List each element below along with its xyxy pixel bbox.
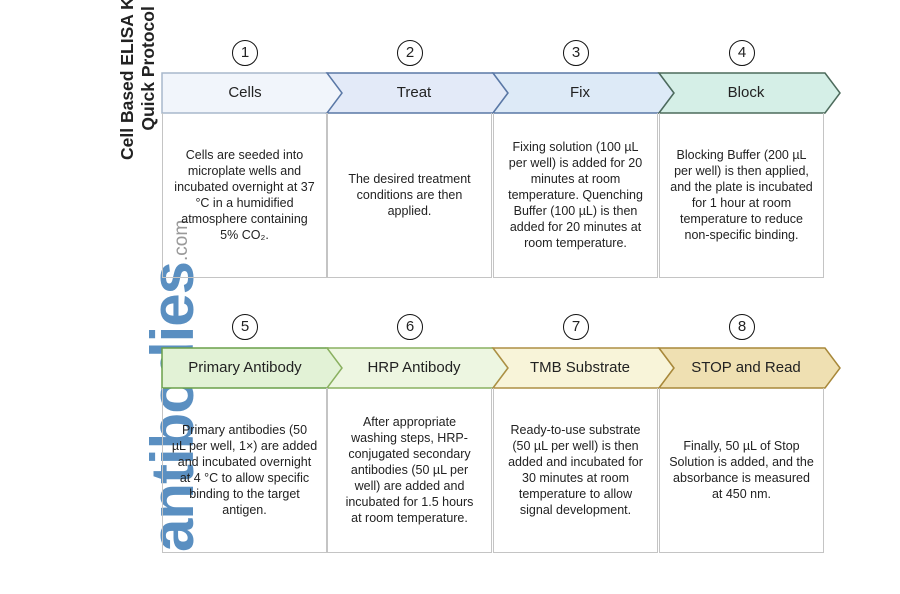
step-number-badge: 8 [729, 314, 755, 340]
step-number-badge: 5 [232, 314, 258, 340]
step-description: Fixing solution (100 µL per well) is add… [493, 113, 658, 278]
step-description: Primary antibodies (50 µL per well, 1×) … [162, 388, 327, 553]
step-label: Treat [396, 84, 432, 101]
step-description: Ready-to-use substrate (50 µL per well) … [493, 388, 658, 553]
step-label: STOP and Read [691, 359, 801, 376]
step-label: TMB Substrate [529, 359, 631, 376]
step-label: Cells [228, 84, 262, 101]
step-number-badge: 1 [232, 40, 258, 66]
step-label: HRP Antibody [367, 359, 461, 376]
step-description: Blocking Buffer (200 µL per well) is the… [659, 113, 824, 278]
step-label: Block [727, 84, 765, 101]
step-description: Cells are seeded into microplate wells a… [162, 113, 327, 278]
step-number-badge: 2 [397, 40, 423, 66]
step-description: The desired treatment conditions are the… [327, 113, 492, 278]
step-number-badge: 6 [397, 314, 423, 340]
step-arrow-8 [657, 347, 841, 389]
step-description: Finally, 50 µL of Stop Solution is added… [659, 388, 824, 553]
step-number-badge: 7 [563, 314, 589, 340]
step-label: Fix [570, 84, 590, 101]
step-label: Primary Antibody [188, 359, 302, 376]
step-number-badge: 3 [563, 40, 589, 66]
step-arrow-4 [657, 72, 841, 114]
step-number-badge: 4 [729, 40, 755, 66]
step-description: After appropriate washing steps, HRP- co… [327, 388, 492, 553]
